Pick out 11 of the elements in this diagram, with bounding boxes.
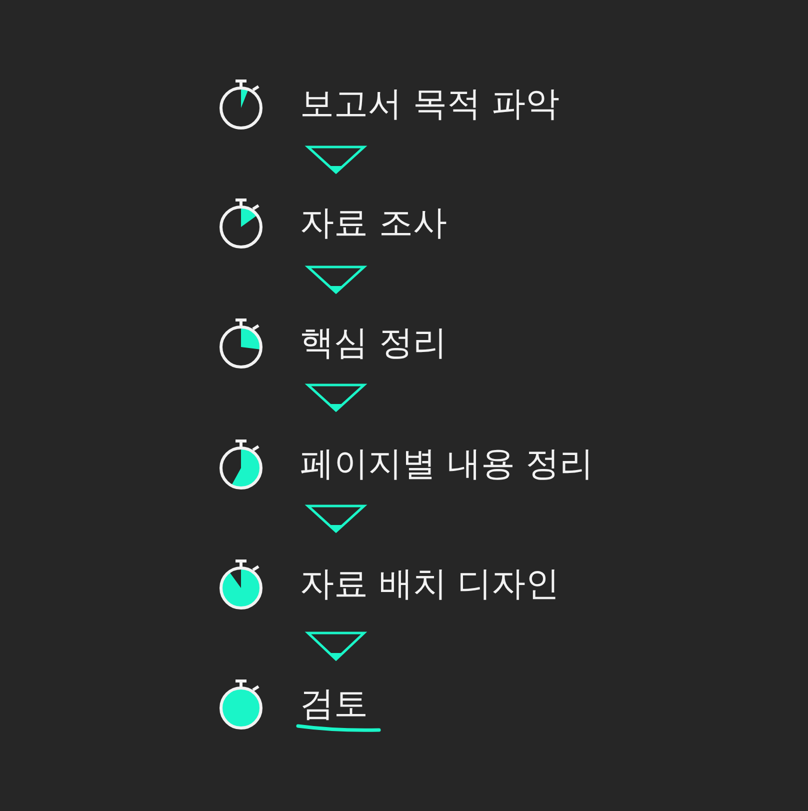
chevron-arrow [304,384,368,412]
step-label: 보고서 목적 파악 [300,84,560,124]
step-label: 자료 배치 디자인 [300,564,560,604]
step-label: 핵심 정리 [300,322,447,364]
step-label: 자료 조사 [300,202,447,244]
chevron-arrow [304,146,368,174]
chevron-arrow [304,266,368,294]
chevron-arrow [304,504,368,534]
step-label: 페이지별 내용 정리 [300,444,594,484]
chevron-arrow [304,632,368,662]
step-label: 검토 [300,684,368,724]
